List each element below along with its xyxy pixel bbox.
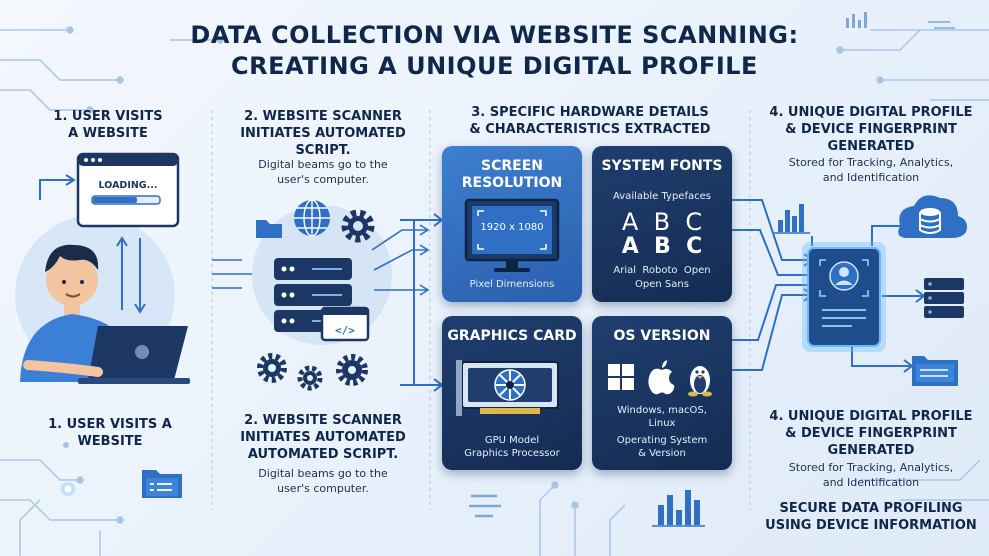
browser-loading-text: LOADING... <box>98 180 158 191</box>
fonts-card-subtitle: Available Typefaces <box>613 191 711 202</box>
secure-profiling-caption: SECURE DATA PROFILING USING DEVICE INFOR… <box>765 501 977 533</box>
profile-illustration <box>774 195 967 386</box>
gpu-line-1: GPU Model <box>484 435 540 446</box>
fonts-card-title: SYSTEM FONTS <box>601 158 723 174</box>
step-4-bottom-title: 4. UNIQUE DIGITAL PROFILE & DEVICE FINGE… <box>769 409 973 458</box>
os-card-title: OS VERSION <box>613 328 711 344</box>
step-3-title: 3. SPECIFIC HARDWARE DETAILS & CHARACTER… <box>469 105 711 137</box>
resolution-value: 1920 x 1080 <box>480 222 544 233</box>
flow-arrows-right <box>732 199 814 371</box>
step-1-top-label: 1. USER VISITS A WEBSITE <box>53 109 163 141</box>
page-title: DATA COLLECTION VIA WEBSITE SCANNING: CR… <box>0 20 989 82</box>
monitor-icon <box>464 198 560 272</box>
flow-arrows-left <box>400 213 444 392</box>
os-version-card: OS VERSION Windows, macOS, Linux Operati… <box>592 316 732 470</box>
code-window-icon: </> <box>320 306 370 342</box>
step-4-bottom-subtitle: Stored for Tracking, Analytics, and Iden… <box>788 461 954 489</box>
bar-chart-icon <box>774 204 810 234</box>
step-2-bottom-title: 2. WEBSITE SCANNER INITIATES AUTOMATED A… <box>240 413 406 462</box>
browser-window-icon <box>76 152 180 228</box>
fonts-names-2: Open Sans <box>635 279 689 290</box>
step-2-top-title: 2. WEBSITE SCANNER INITIATES AUTOMATED S… <box>240 109 406 158</box>
folder-icon <box>256 220 282 238</box>
step-2-bottom-subtitle: Digital beams go to the user's computer. <box>258 467 388 495</box>
fonts-letters-light: A B C <box>621 208 703 236</box>
graphics-card-card: GRAPHICS CARD GPU Model Graphics Process… <box>442 316 582 470</box>
fonts-letters-bold: A B C <box>621 234 703 259</box>
gpu-icon <box>456 360 559 416</box>
gpu-line-2: Graphics Processor <box>464 448 560 459</box>
document-folder-icon <box>142 470 182 498</box>
server-icon <box>924 278 964 318</box>
os-logos <box>608 360 712 397</box>
title-line-2: CREATING A UNIQUE DIGITAL PROFILE <box>231 52 758 80</box>
os-line-3: Operating System <box>616 435 708 446</box>
apple-icon <box>648 360 675 395</box>
screen-card-title: SCREEN RESOLUTION <box>461 158 563 191</box>
screen-card-footer: Pixel Dimensions <box>469 279 555 290</box>
gears-icon <box>257 353 368 391</box>
os-line-2: Linux <box>648 418 676 429</box>
screen-resolution-card: SCREEN RESOLUTION 1920 x 1080 Pixel Dime… <box>442 146 582 302</box>
laptop-icon <box>78 326 190 384</box>
step-4-top-subtitle: Stored for Tracking, Analytics, and Iden… <box>788 156 954 184</box>
step-1-bottom-label: 1. USER VISITS A WEBSITE <box>48 417 172 449</box>
gpu-card-title: GRAPHICS CARD <box>447 328 577 344</box>
system-fonts-card: SYSTEM FONTS Available Typefaces A B C A… <box>592 146 732 302</box>
os-line-4: & Version <box>638 448 686 459</box>
folder-list-icon <box>912 356 958 386</box>
globe-icon <box>294 199 330 237</box>
step-2-top-subtitle: Digital beams go to the user's computer. <box>258 158 388 186</box>
os-line-1: Windows, macOS, <box>617 405 707 416</box>
fingerprint-profile-card <box>807 247 881 347</box>
gear-icon <box>341 209 375 243</box>
cloud-database-icon <box>898 195 967 238</box>
user-illustration <box>15 152 190 384</box>
scanner-illustration: </> <box>212 199 430 391</box>
fonts-names: Arial Roboto Open <box>613 265 711 276</box>
linux-icon <box>688 366 712 397</box>
windows-icon <box>608 364 634 390</box>
svg-text:</>: </> <box>335 324 355 337</box>
step-4-top-title: 4. UNIQUE DIGITAL PROFILE & DEVICE FINGE… <box>769 105 973 154</box>
title-line-1: DATA COLLECTION VIA WEBSITE SCANNING: <box>190 21 799 49</box>
server-stack-icon <box>274 258 352 332</box>
